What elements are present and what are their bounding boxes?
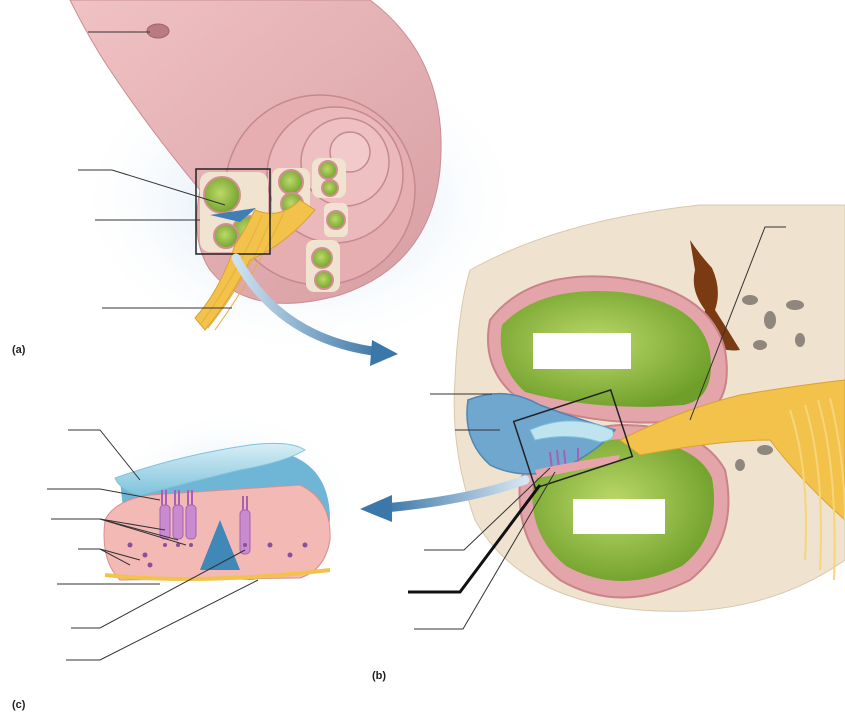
blank-label-box-2 bbox=[573, 499, 665, 534]
label-line-basilar bbox=[414, 471, 556, 630]
label-line-vestibular-membrane bbox=[689, 226, 786, 421]
cochlear-nerve-b bbox=[619, 379, 845, 521]
inner-hair-cell bbox=[239, 509, 251, 555]
panel-label-c: (c) bbox=[12, 699, 26, 711]
label-line-bold bbox=[408, 484, 542, 594]
panel-label-b: (b) bbox=[372, 670, 387, 682]
label-line-scala-vestibuli bbox=[78, 169, 226, 206]
stereocilia-inner bbox=[242, 496, 248, 510]
tectorial-membrane-b bbox=[529, 420, 614, 443]
arrow-b-to-c bbox=[380, 475, 530, 513]
tunnel-of-corti bbox=[200, 520, 240, 570]
arrow-b-to-c-head bbox=[360, 495, 392, 522]
label-line-tectorial-c bbox=[68, 429, 141, 481]
label-line-tectorial bbox=[424, 467, 551, 551]
leader-lines-c bbox=[47, 429, 259, 661]
inset-box-b bbox=[512, 389, 634, 489]
arrow-a-to-b bbox=[231, 253, 385, 357]
label-line-inner-hair bbox=[71, 549, 246, 629]
panel-b bbox=[360, 204, 845, 630]
basilar-membrane-c bbox=[104, 568, 331, 581]
inset-box-a bbox=[195, 168, 271, 255]
panel-label-a: (a) bbox=[12, 344, 26, 356]
panel-c bbox=[47, 410, 360, 661]
tectorial-membrane-c bbox=[114, 442, 306, 496]
oval-window bbox=[146, 23, 170, 39]
outer-hair-cells bbox=[159, 504, 197, 540]
blank-label-box-1 bbox=[533, 333, 631, 369]
arrow-a-to-b-head bbox=[370, 340, 398, 366]
vessel bbox=[690, 240, 740, 351]
leader-lines-b bbox=[414, 226, 786, 630]
panel-a bbox=[69, 0, 530, 366]
cochlear-nerve-a bbox=[194, 199, 316, 331]
label-line-stereocilia bbox=[47, 488, 161, 501]
label-line-nerve-fibers bbox=[66, 579, 259, 661]
leader-lines-a bbox=[78, 31, 232, 309]
cell-nuclei bbox=[127, 542, 308, 568]
stereocilia-outer bbox=[161, 490, 193, 505]
